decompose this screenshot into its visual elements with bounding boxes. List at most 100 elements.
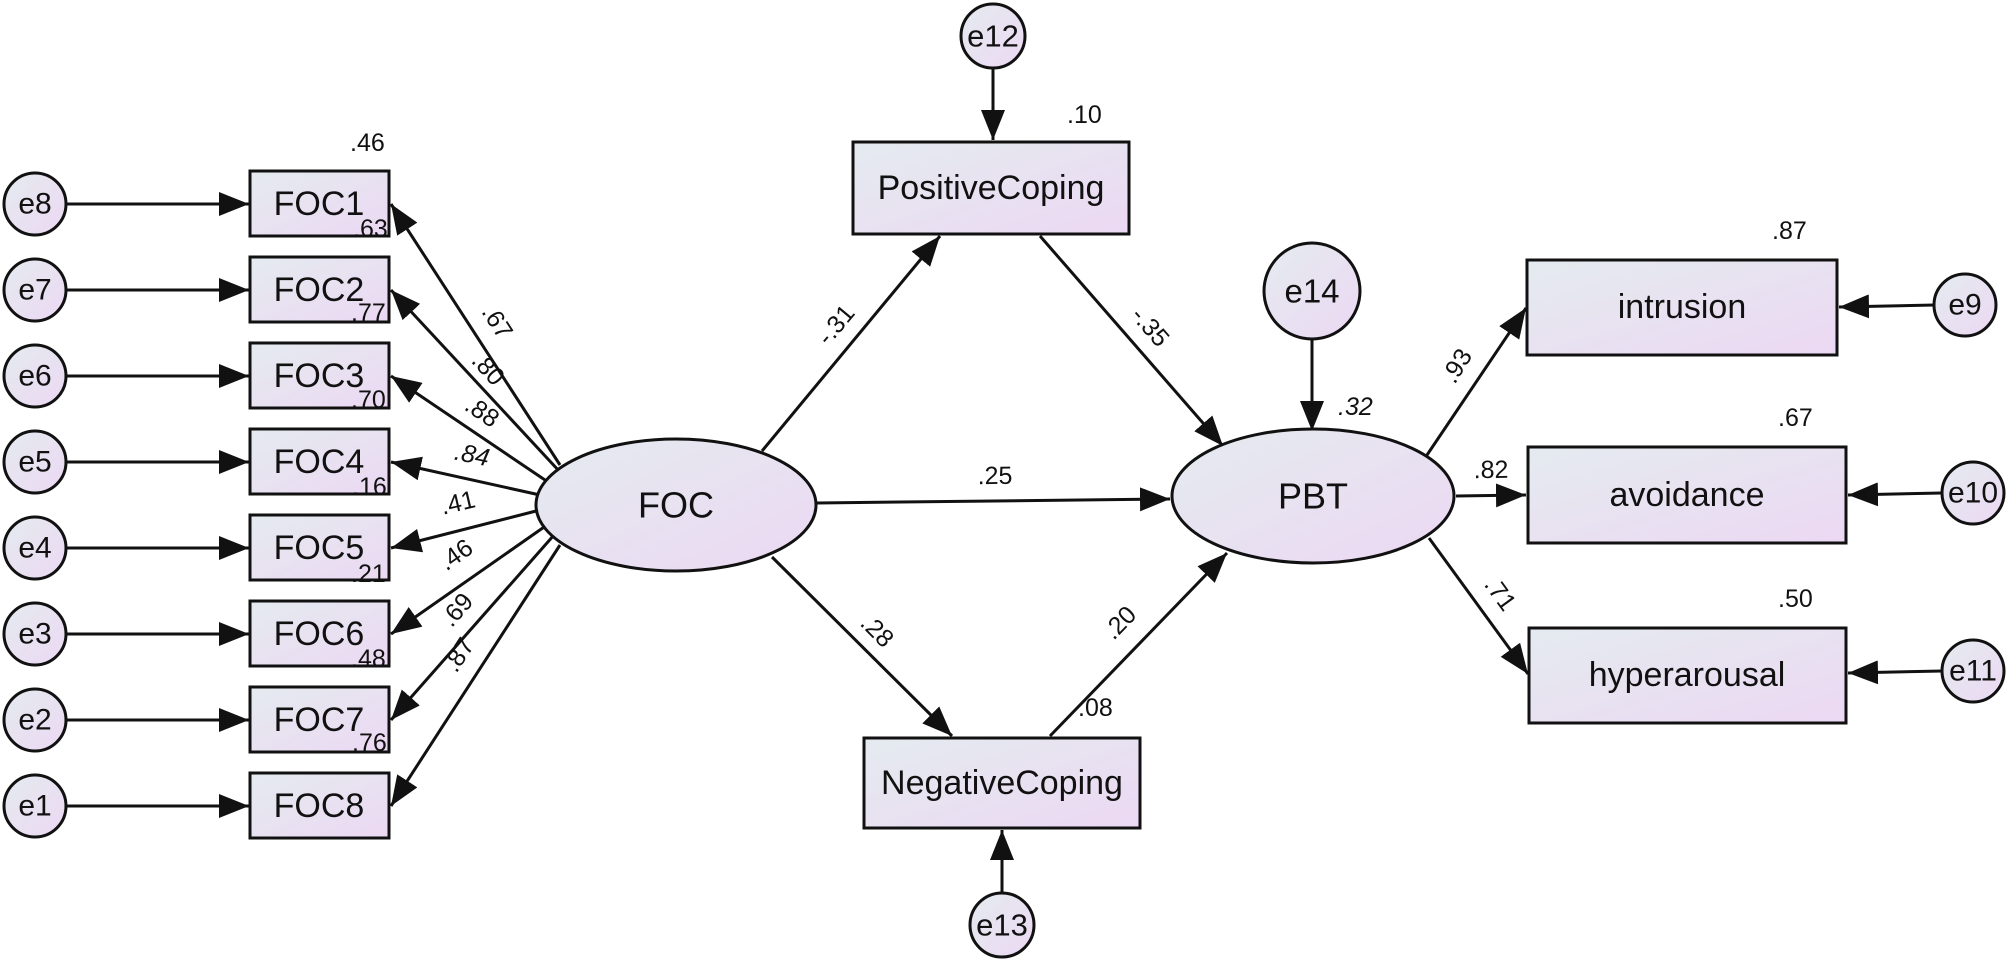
path-pbt-intrusion: [1425, 307, 1528, 456]
indicator-label-foc7: FOC7: [274, 701, 365, 739]
mediator-box-negative-coping: [862, 736, 1142, 830]
error-circle-e9: [1932, 272, 1998, 338]
error-circle-e13: [968, 891, 1036, 959]
indicator-box-foc5: [248, 513, 391, 582]
path-foc-foc3: [390, 374, 546, 482]
indicator-label-foc1: FOC1: [274, 185, 365, 223]
indicator-box-foc3: [248, 341, 391, 410]
path-foc-positive: [760, 235, 942, 452]
error-label-e12: e12: [967, 19, 1019, 54]
loading-foc2: .80: [466, 347, 510, 392]
coef-foc-pbt: .25: [977, 462, 1012, 491]
error-circle-e2: [2, 687, 68, 753]
error-circle-e3: [2, 601, 68, 667]
error-label-e7: e7: [18, 274, 51, 307]
r-squared-positive-coping: .10: [1067, 101, 1102, 129]
error-label-e1: e1: [18, 790, 51, 823]
r-squared-foc6: .21: [351, 560, 386, 588]
r-squared-foc7: .48: [351, 645, 386, 673]
error-circle-e6: [2, 343, 68, 409]
indicator-box-hyperarousal: [1527, 626, 1848, 725]
latent-pbt-ellipse: [1170, 427, 1456, 565]
indicator-label-foc4: FOC4: [274, 443, 365, 481]
foc-loading-arrows: [389, 203, 562, 807]
r-squared-foc1: .46: [350, 129, 385, 157]
error-label-e11: e11: [1949, 655, 1997, 688]
mediator-label-positive-coping: PositiveCoping: [878, 169, 1105, 207]
error-circle-e4: [2, 515, 68, 581]
error-label-e8: e8: [18, 188, 51, 221]
path-foc-foc4: [390, 456, 541, 497]
r-squared-negative-coping: .08: [1078, 694, 1113, 722]
indicator-label-avoidance: avoidance: [1609, 476, 1764, 514]
error-circle-e1: [2, 773, 68, 839]
error-circle-e12: [959, 2, 1027, 70]
foc-indicators: FOC1 FOC2 FOC3 FOC4 FOC5 FOC6 FOC7 FOC8: [248, 169, 391, 840]
loading-foc6: .46: [434, 534, 479, 577]
mediator-box-positive-coping: [851, 140, 1131, 236]
structural-arrows: [760, 68, 1324, 893]
left-error-terms: e8 e7 e6 e5 e4 e3 e2 e1: [2, 171, 68, 839]
loading-hyperarousal: .71: [1478, 572, 1521, 617]
indicator-label-hyperarousal: hyperarousal: [1589, 656, 1786, 694]
indicator-label-foc2: FOC2: [274, 271, 365, 309]
path-foc-foc6: [390, 523, 548, 636]
r-squared-avoidance: .67: [1778, 404, 1813, 432]
indicator-box-foc1: [248, 169, 391, 238]
loading-avoidance: .82: [1473, 456, 1508, 485]
error-circle-e5: [2, 429, 68, 495]
loading-foc4: .84: [452, 438, 492, 473]
indicator-box-avoidance: [1526, 445, 1848, 545]
latent-foc-ellipse: [534, 437, 818, 573]
indicator-box-foc8: [248, 771, 391, 840]
mediator-label-negative-coping: NegativeCoping: [881, 764, 1123, 802]
path-coefficients: -.31 -.35 .25 .28 .20: [811, 299, 1174, 653]
path-foc-foc8: [389, 544, 562, 807]
path-pbt-avoidance: [1455, 483, 1527, 508]
error-circle-e10: [1940, 460, 2006, 526]
loading-foc8: .87: [438, 633, 480, 677]
indicator-box-foc6: [248, 599, 391, 668]
indicator-label-foc6: FOC6: [274, 615, 365, 653]
path-e9-intrusion: [1838, 294, 1936, 319]
error-label-e13: e13: [976, 908, 1028, 943]
error-label-e2: e2: [18, 704, 51, 737]
pbt-loading-arrows: [1425, 294, 1943, 685]
error-label-e14: e14: [1284, 273, 1339, 310]
indicator-box-intrusion: [1525, 258, 1839, 357]
latent-pbt-label: PBT: [1278, 476, 1348, 517]
path-foc-foc2: [389, 288, 562, 474]
indicator-label-foc8: FOC8: [274, 787, 365, 825]
path-foc-foc7: [389, 534, 556, 721]
path-e11-hyperarousal: [1847, 660, 1943, 685]
r-squared-foc4: .70: [351, 386, 386, 414]
r-squared-values: .46 .63 .77 .70 .16 .21 .48 .76 .10 .08 …: [350, 101, 1813, 757]
path-pbt-hyperarousal: [1427, 537, 1530, 675]
error-label-e3: e3: [18, 618, 51, 651]
error-circle-e7: [2, 257, 68, 323]
r-squared-hyperarousal: .50: [1778, 585, 1813, 613]
r-squared-intrusion: .87: [1772, 217, 1807, 245]
path-positive-pbt: [1038, 235, 1225, 447]
path-foc-pbt: [816, 487, 1171, 512]
indicator-label-foc5: FOC5: [274, 529, 365, 567]
indicator-label-foc3: FOC3: [274, 357, 365, 395]
coef-negative-pbt: .20: [1098, 601, 1142, 645]
r-squared-pbt: .32: [1338, 393, 1373, 421]
r-squared-foc5: .16: [352, 473, 387, 501]
error-label-e4: e4: [18, 532, 51, 565]
latent-foc-label: FOC: [638, 485, 714, 526]
path-foc-negative: [770, 555, 954, 738]
error-label-e9: e9: [1948, 289, 1981, 322]
loading-foc1: .67: [476, 300, 518, 344]
error-label-e10: e10: [1948, 477, 1998, 510]
path-e10-avoidance: [1847, 482, 1943, 507]
r-squared-foc8: .76: [352, 729, 387, 757]
path-foc-foc5: [390, 508, 541, 553]
error-circle-e8: [2, 171, 68, 237]
r-squared-foc3: .77: [351, 299, 386, 327]
loading-intrusion: .93: [1436, 344, 1478, 388]
error-circle-e14: [1262, 241, 1362, 341]
path-negative-pbt: [1048, 551, 1229, 738]
